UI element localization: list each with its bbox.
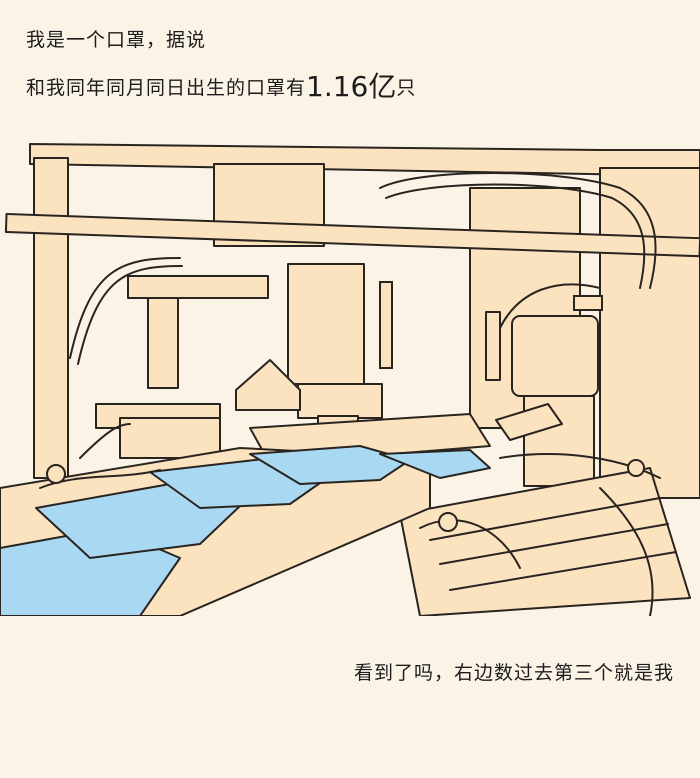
intro-caption: 我是一个口罩，据说 和我同年同月同日出生的口罩有1.16亿只 [26,28,417,101]
mask-5 [379,449,491,479]
roller-assembly [399,467,691,616]
machine-top-frame [29,143,700,177]
mask-4 [249,445,411,485]
left-press-station [127,275,269,299]
intro-line-1: 我是一个口罩，据说 [26,29,207,51]
machine-left-pillar [33,157,69,479]
outro-caption: 看到了吗，右边数过去第三个就是我 [353,662,674,684]
mask-count: 1.16亿 [306,70,397,103]
intro-line-2-prefix: 和我同年同月同日出生的口罩有 [26,77,307,99]
hose-3 [499,283,601,329]
mask-factory-illustration [0,143,700,616]
pipe-fitting [46,464,66,484]
hose-2 [69,257,181,359]
intro-line-2: 和我同年同月同日出生的口罩有1.16亿只 [26,73,417,101]
machine-rail [4,213,700,258]
hose-1 [379,172,657,289]
welding-head [287,263,365,385]
right-cylinder [511,315,599,397]
mask-2 [35,483,241,559]
intro-line-2-suffix: 只 [396,77,417,99]
